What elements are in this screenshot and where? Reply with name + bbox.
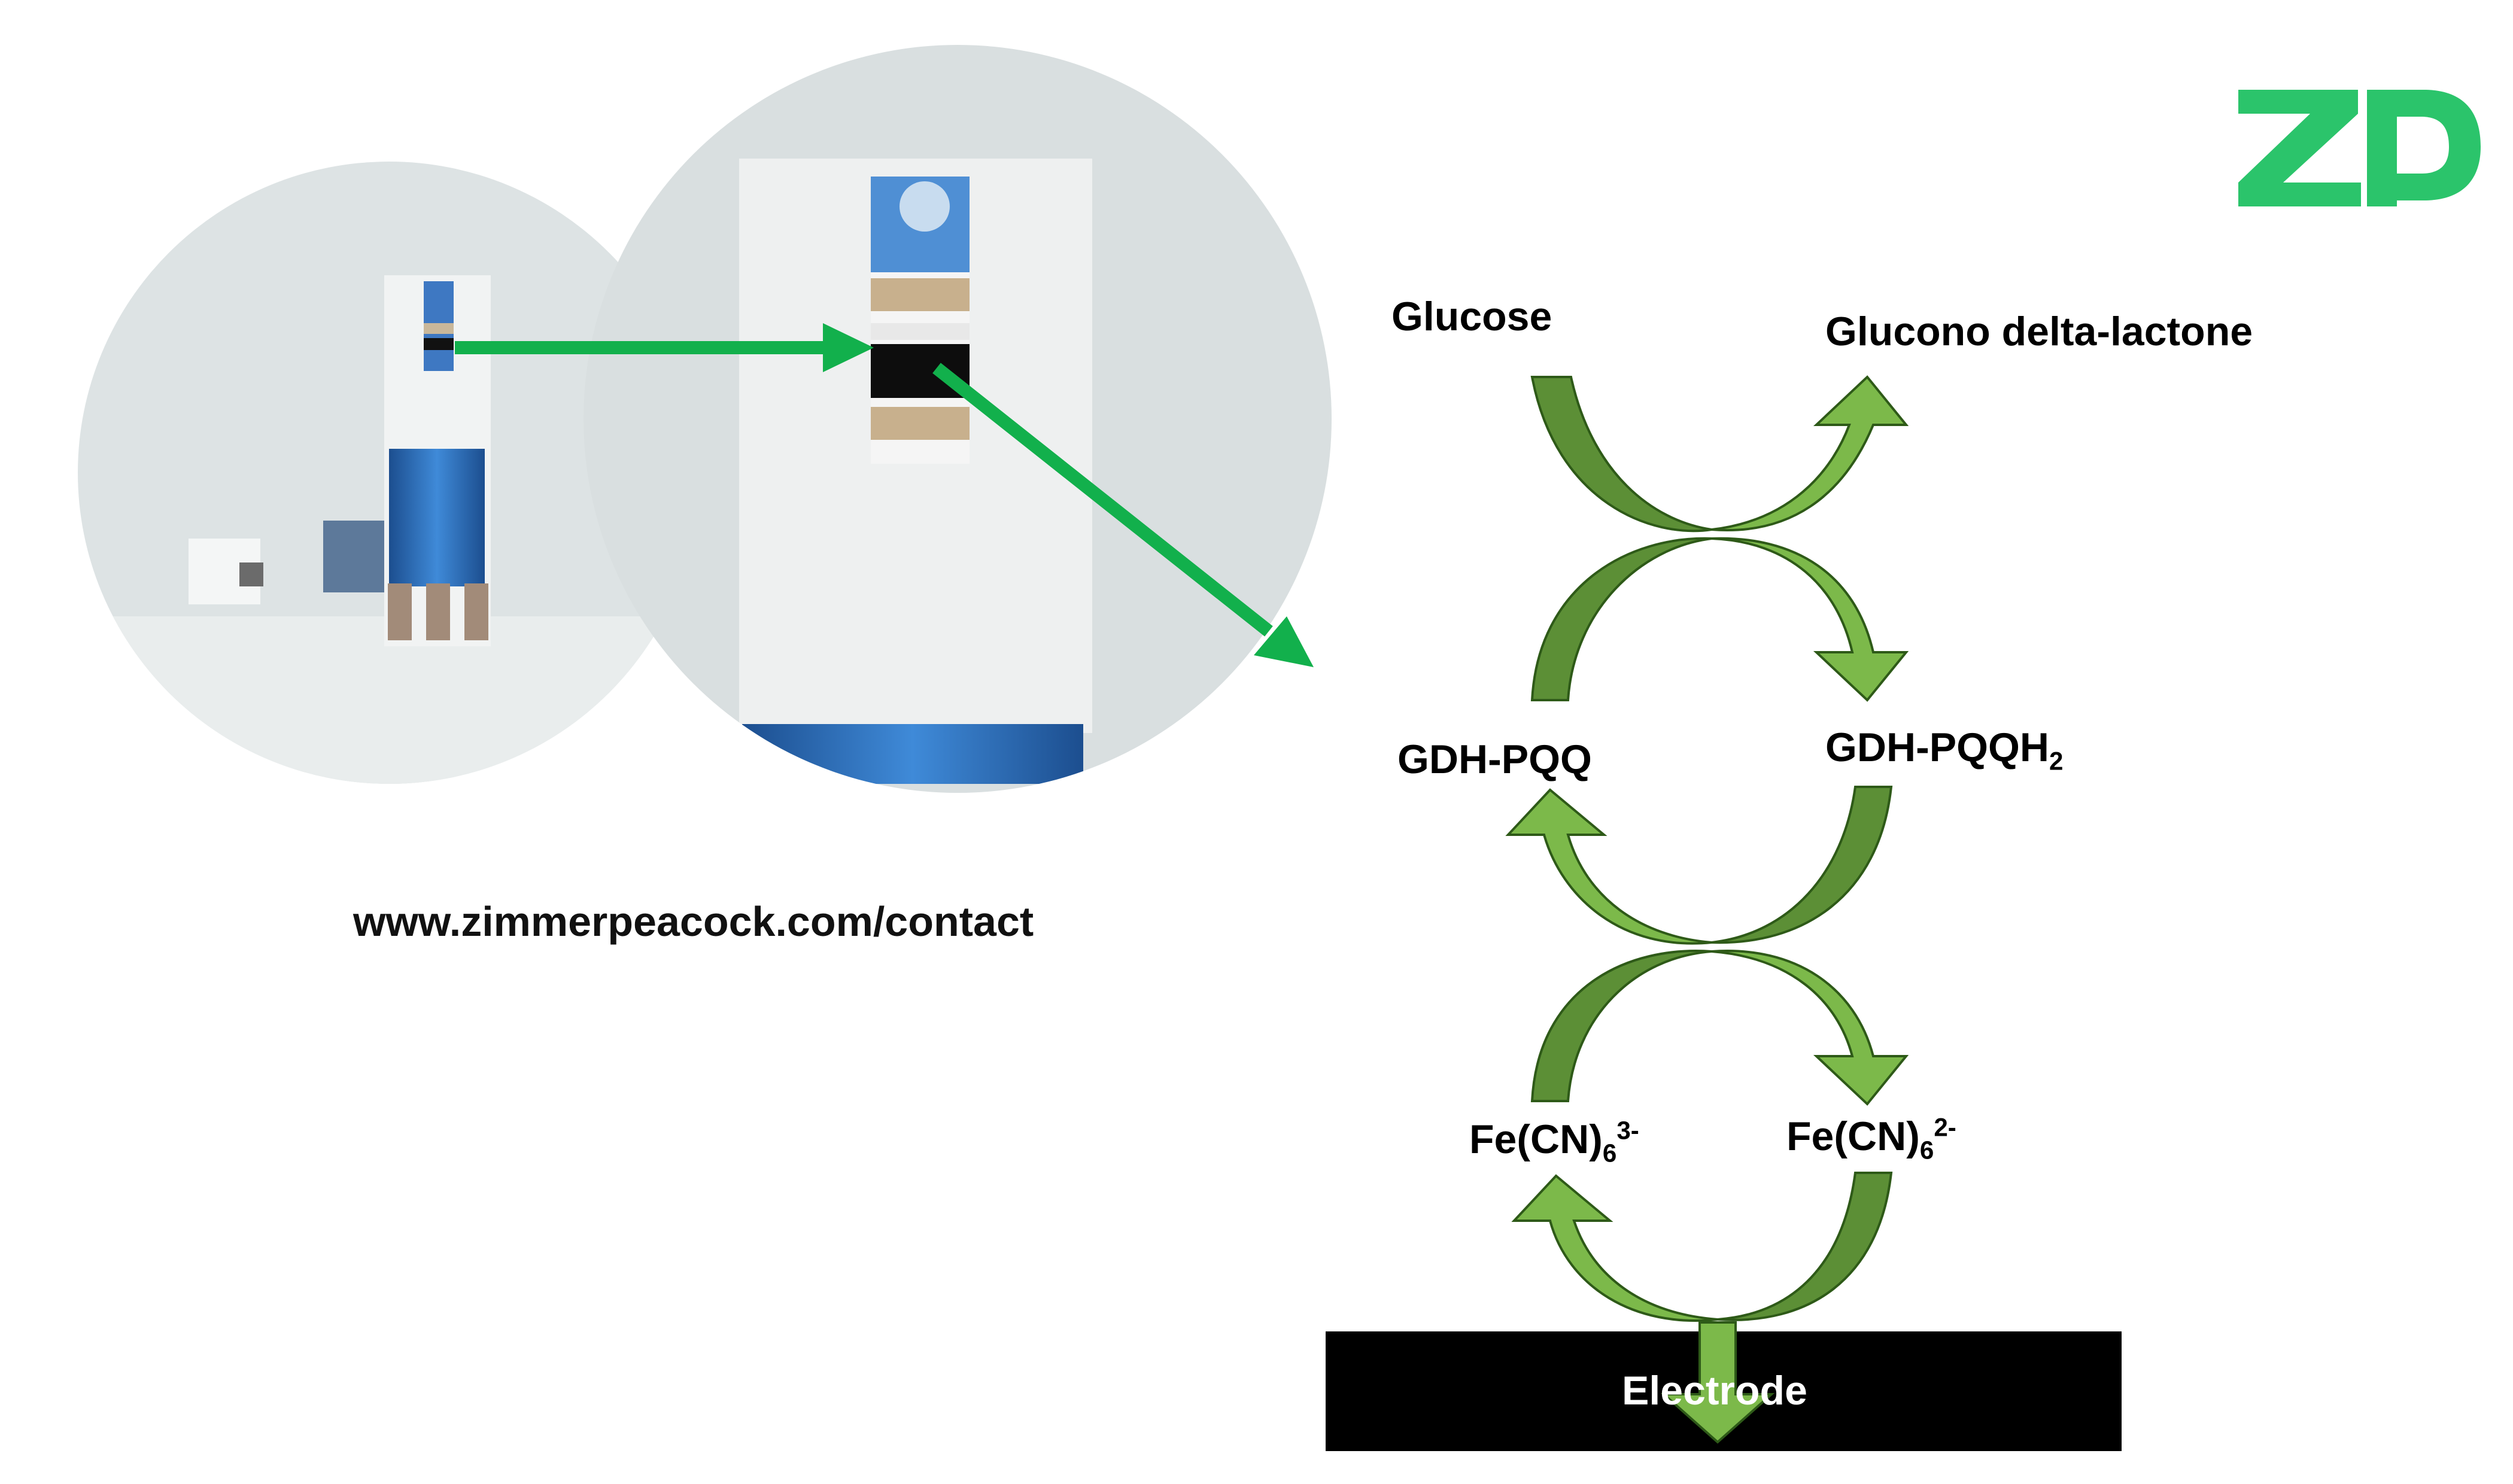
label-ferrocyanide: Fe(CN)62- (1786, 1113, 1956, 1163)
label-gdh-pqqh2: GDH-PQQH2 (1825, 725, 2063, 774)
reaction-cycle (1505, 375, 1909, 1322)
zoom-arrow (455, 323, 874, 372)
ferricyanide-sup: 3- (1616, 1116, 1639, 1145)
ferricyanide-base: Fe(CN) (1469, 1117, 1603, 1162)
label-ferricyanide: Fe(CN)63- (1469, 1116, 1639, 1166)
lactone-arc (1711, 375, 1909, 531)
electrode-arc-left (1511, 1174, 1718, 1322)
ferrocyanide-sup: 2- (1934, 1113, 1956, 1142)
zp-logo (2238, 90, 2481, 206)
ferrocyanide-base: Fe(CN) (1786, 1114, 1920, 1159)
ferricyanide-sub: 6 (1602, 1139, 1617, 1167)
contact-url[interactable]: www.zimmerpeacock.com/contact (353, 898, 1034, 945)
gdh-pqq-arc (1530, 537, 1712, 701)
strip-photo-zoom (584, 45, 1332, 793)
electrode-arc-right (1717, 1172, 1893, 1321)
ferrocyanide-sub: 6 (1919, 1136, 1934, 1164)
gdh-pqqh2-base: GDH-PQQH (1825, 725, 2049, 770)
electron-arrow (1660, 1321, 1775, 1444)
glucose-arc (1530, 376, 1712, 533)
gdh-pqqh2-sub: 2 (2049, 747, 2064, 776)
ferricyanide-arc (1530, 950, 1712, 1102)
label-glucose: Glucose (1391, 294, 1552, 339)
gdh-pqqh2-arc (1711, 537, 1909, 702)
label-gluconolactone: Glucono delta-lactone (1825, 309, 2253, 354)
reoxidation-arc-right (1711, 786, 1893, 944)
label-gdh-pqq: GDH-PQQ (1397, 737, 1592, 782)
pointer-arrow-to-diagram (932, 363, 1314, 667)
ferrocyanide-arc (1711, 950, 1909, 1106)
label-electrode: Electrode (1622, 1368, 1807, 1413)
reoxidation-arc-left (1505, 788, 1712, 945)
